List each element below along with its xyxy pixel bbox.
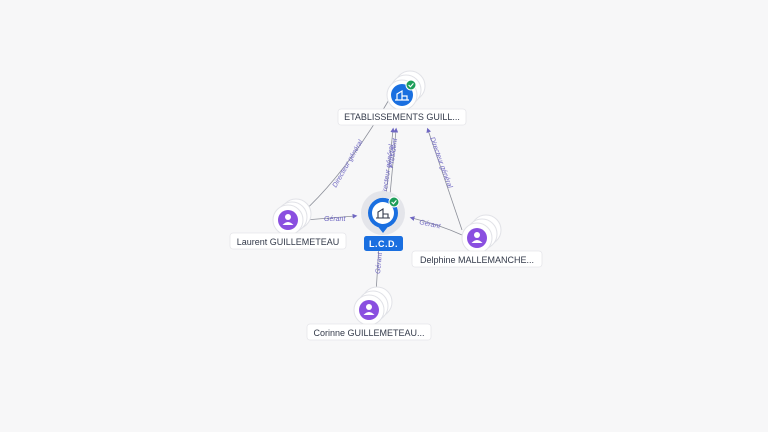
center-label: L.C.D. <box>369 239 398 249</box>
person-icon <box>467 228 487 248</box>
check-badge-icon <box>388 196 400 208</box>
company-node[interactable]: ETABLISSEMENTS GUILL... <box>337 70 467 126</box>
person-node-delphine[interactable]: Delphine MALLEMANCHE... <box>411 214 543 268</box>
company-label: ETABLISSEMENTS GUILL... <box>344 112 460 122</box>
person-label-corinne: Corinne GUILLEMETEAU... <box>313 328 424 338</box>
edge-label-laurent-company: Directeur général <box>332 139 365 189</box>
edge-label-corinne-center: Gérant <box>375 251 384 274</box>
person-label-delphine: Delphine MALLEMANCHE... <box>420 255 534 265</box>
person-icon <box>278 210 298 230</box>
check-badge-icon <box>405 79 417 91</box>
edge-label-center-company-president: Président <box>388 137 399 168</box>
center-node[interactable]: L.C.D. <box>361 191 405 251</box>
edge-corinne-to-center <box>375 243 382 294</box>
edge-laurent-to-center <box>304 213 358 221</box>
building-icon <box>395 89 409 101</box>
edge-delphine-to-center <box>409 216 463 236</box>
edge-center-to-company-1 <box>385 127 396 196</box>
person-icon <box>359 300 379 320</box>
edge-label-delphine-center: Gérant <box>419 219 442 231</box>
building-icon <box>376 208 390 219</box>
edge-label-center-company-dg: Directeur général <box>381 144 395 199</box>
edge-label-laurent-center: Gérant <box>324 216 346 223</box>
person-node-corinne[interactable]: Corinne GUILLEMETEAU... <box>306 286 432 341</box>
person-label-laurent: Laurent GUILLEMETEAU <box>237 237 340 247</box>
edge-label-delphine-company: Directeur général <box>428 136 453 189</box>
edge-delphine-to-company <box>426 127 463 231</box>
edge-center-to-company-2 <box>389 127 399 196</box>
person-node-laurent[interactable]: Laurent GUILLEMETEAU <box>229 198 347 250</box>
